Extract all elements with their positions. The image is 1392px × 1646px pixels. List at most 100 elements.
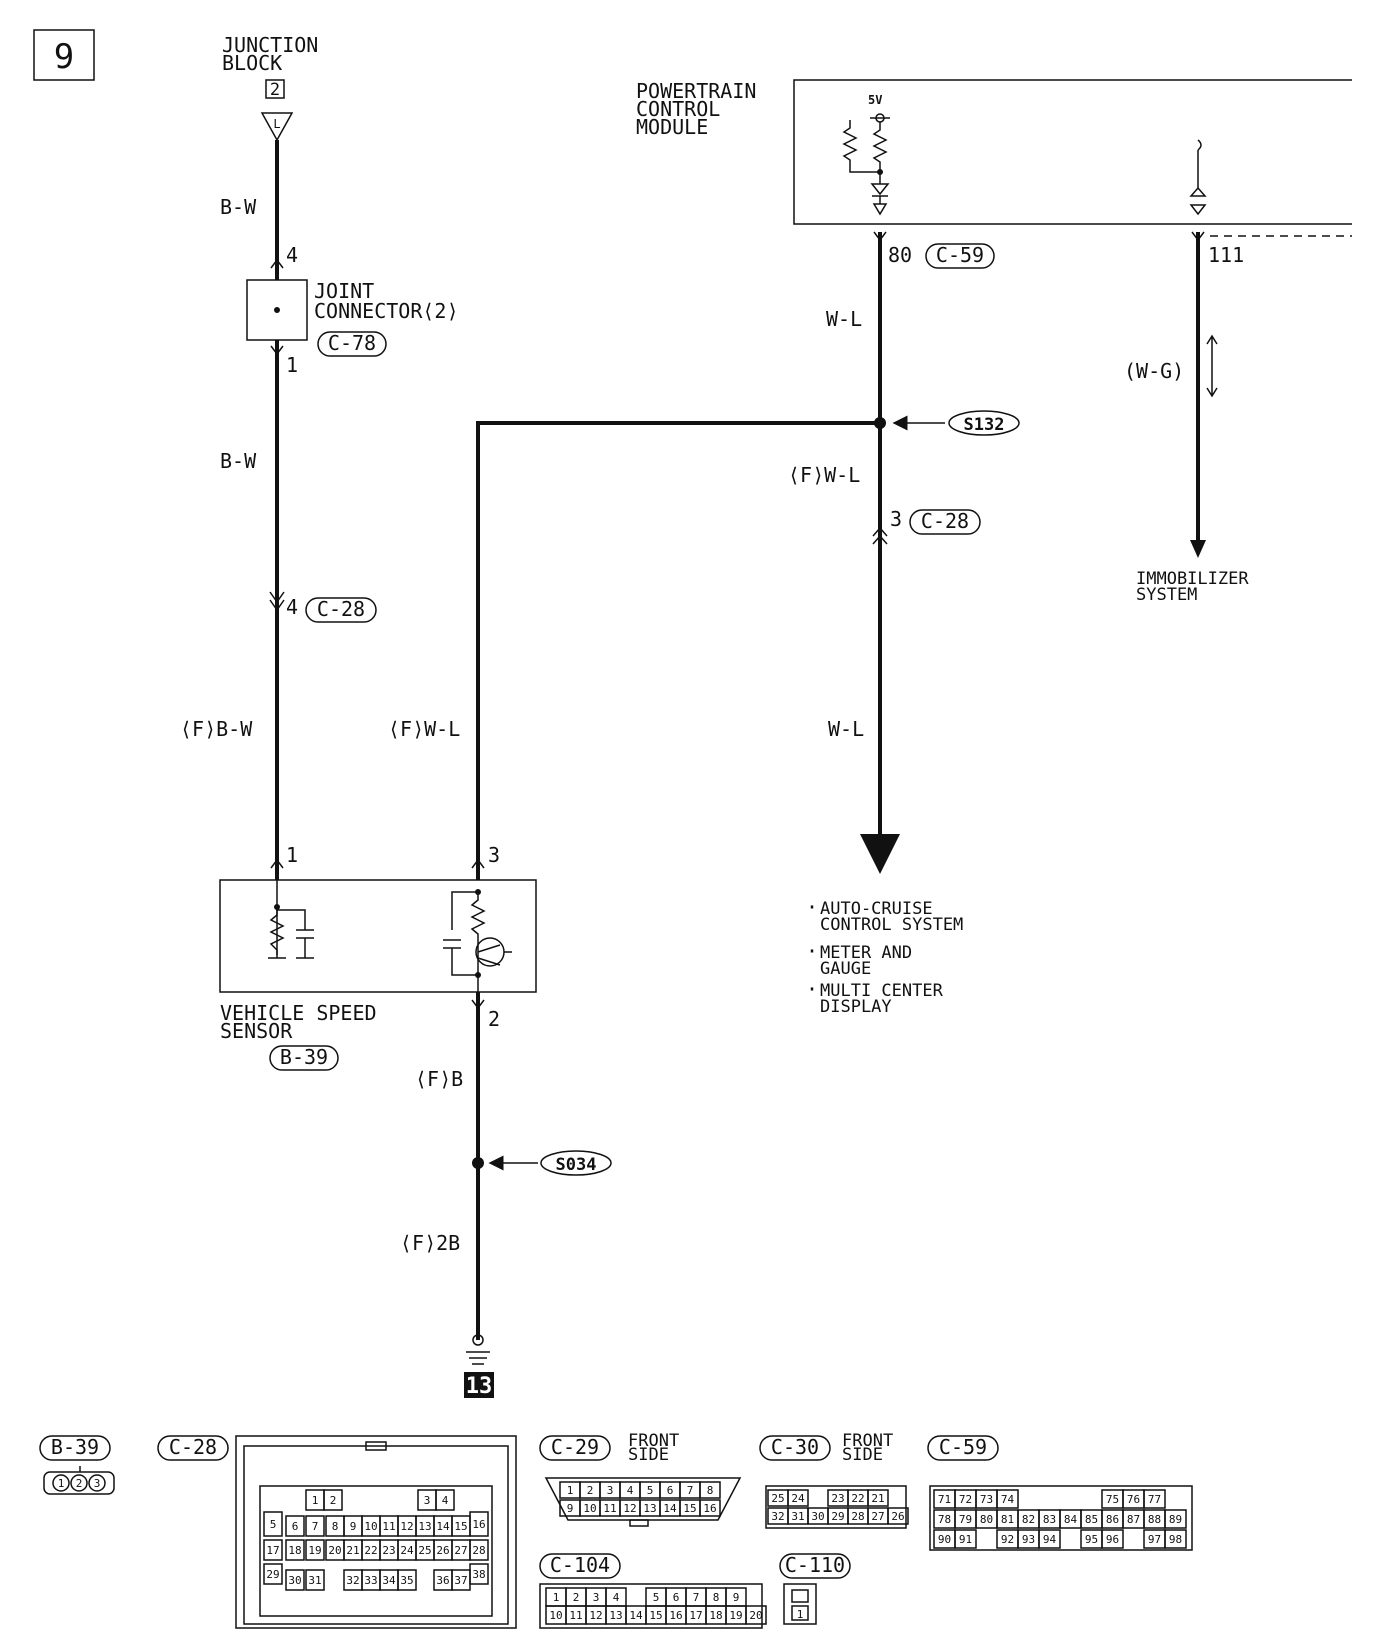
c59-label: C-59 (939, 1435, 987, 1459)
destination-1-line2: CONTROL SYSTEM (820, 915, 963, 935)
wire-label-f-b: ⟨F⟩B (415, 1067, 463, 1091)
pin-vss-2: 2 (488, 1007, 500, 1031)
connector-pin-label: 20 (328, 1544, 341, 1557)
bullet: · (806, 939, 818, 963)
connector-pin-label: 14 (663, 1502, 677, 1515)
pin-c28-right: 3 (890, 507, 902, 531)
c110-pin-box (791, 1605, 809, 1621)
connector-pin-label: 87 (1127, 1513, 1140, 1526)
joint-connector-ref-box (317, 331, 387, 357)
connector-pin-label: 21 (346, 1544, 359, 1557)
connector-pin-cell (435, 1489, 455, 1511)
connector-pin-cell (263, 1511, 283, 1537)
connector-pin-cell (787, 1489, 809, 1507)
transistor-leads (477, 940, 512, 975)
wire-label-f-wl-mid: ⟨F⟩W-L (788, 463, 860, 487)
connector-pin-label: 73 (980, 1493, 993, 1506)
wire-label-wg: (W-G) (1124, 359, 1184, 383)
connector-pin-label: 36 (436, 1574, 449, 1587)
wire-label-bw-mid: B-W (220, 449, 257, 473)
junction-block-terminal-icon (260, 112, 294, 142)
svg-text:3: 3 (94, 1477, 101, 1490)
connector-pin-label: 16 (669, 1609, 682, 1622)
resistor-icon (470, 892, 486, 940)
c28-label-box (157, 1435, 229, 1461)
c110-connector (783, 1583, 817, 1625)
c30-label: C-30 (771, 1435, 819, 1459)
connector-pin-label: 27 (871, 1510, 884, 1523)
connector-pin-label: 86 (1106, 1513, 1119, 1526)
connector-pin-cell (263, 1563, 283, 1585)
connector-pin-cell (285, 1515, 305, 1537)
connector-pin-label: 4 (613, 1591, 620, 1604)
connector-pin-label: 24 (400, 1544, 414, 1557)
connector-pin-cell (1164, 1529, 1187, 1549)
connector-pin-cell (867, 1489, 889, 1507)
connector-pin-label: 3 (593, 1591, 600, 1604)
connector-pin-label: 16 (472, 1518, 485, 1531)
connector-pin-label: 30 (288, 1574, 301, 1587)
splice-s034: S034 (556, 1155, 597, 1175)
connector-pin-label: 23 (382, 1544, 395, 1557)
connector-pin-cell (305, 1515, 325, 1537)
connector-pin-label: 1 (567, 1484, 574, 1497)
c59-ref: C-59 (936, 243, 984, 267)
wire-label-wl-bottom: W-L (828, 717, 864, 741)
connector-pin-label: 1 (553, 1591, 560, 1604)
connector-pin-cell (699, 1499, 721, 1517)
connector-pin-label: 38 (472, 1568, 485, 1581)
connector-pin-label: 27 (454, 1544, 467, 1557)
connector-pin-label: 14 (436, 1520, 450, 1533)
connector-pin-label: 29 (266, 1568, 279, 1581)
connector-pin-cell (996, 1489, 1019, 1509)
pcm-label-2: CONTROL (636, 97, 720, 121)
c59-label-box (927, 1435, 999, 1461)
connector-pin-label: 7 (693, 1591, 700, 1604)
connector-pin-label: 89 (1169, 1513, 1182, 1526)
resistor-icon (269, 907, 285, 958)
splice-s034-oval (540, 1150, 612, 1176)
connector-pin-label: 94 (1043, 1533, 1057, 1546)
destination-2-line2: GAUGE (820, 959, 871, 979)
connector-pin-label: 6 (292, 1520, 299, 1533)
immobilizer-label-2: SYSTEM (1136, 585, 1197, 605)
connector-pin-label: 12 (623, 1502, 636, 1515)
c28-label: C-28 (169, 1435, 217, 1459)
pcm-box (793, 79, 1352, 225)
connector-pin-label: 23 (831, 1492, 844, 1505)
c59-connector (929, 1485, 1193, 1551)
connector-mark (270, 858, 284, 869)
connector-pin-label: 84 (1064, 1513, 1078, 1526)
connector-pin-cell (1143, 1489, 1166, 1509)
connector-pin-label: 25 (771, 1492, 784, 1505)
connector-pin-label: 20 (749, 1609, 762, 1622)
connector-pin-label: 18 (709, 1609, 722, 1622)
connector-pin-label: 3 (607, 1484, 614, 1497)
splice-s132: S132 (964, 415, 1005, 435)
connector-pin-label: 15 (683, 1502, 696, 1515)
connector-pin-label: 5 (270, 1518, 277, 1531)
c59-ref-box (925, 243, 995, 269)
bidirectional-arrow-icon (1206, 334, 1218, 398)
connector-pin-label: 98 (1169, 1533, 1182, 1546)
connector-pin-label: 28 (472, 1544, 485, 1557)
connector-pin-label: 2 (330, 1494, 337, 1507)
connector-pin-cell (305, 1539, 325, 1561)
svg-text:1: 1 (58, 1477, 65, 1490)
connector-pin-label: 9 (733, 1591, 740, 1604)
connector-pin-label: 32 (771, 1510, 784, 1523)
vss-ref-box (269, 1045, 339, 1071)
connector-pin-label: 4 (627, 1484, 634, 1497)
pin-c28-left: 4 (286, 595, 298, 619)
connector-pin-label: 88 (1148, 1513, 1161, 1526)
c110-label: C-110 (785, 1553, 845, 1577)
connector-mark (270, 345, 284, 356)
connector-pin-label: 9 (350, 1520, 357, 1533)
wire-label-f-bw: ⟨F⟩B-W (180, 717, 253, 741)
page-number-box (33, 29, 95, 81)
connector-pin-label: 13 (643, 1502, 656, 1515)
pcm-immobilizer-terminal-icon (1189, 139, 1207, 216)
connector-pin-label: 24 (791, 1492, 805, 1505)
connector-pin-cell (285, 1569, 305, 1591)
